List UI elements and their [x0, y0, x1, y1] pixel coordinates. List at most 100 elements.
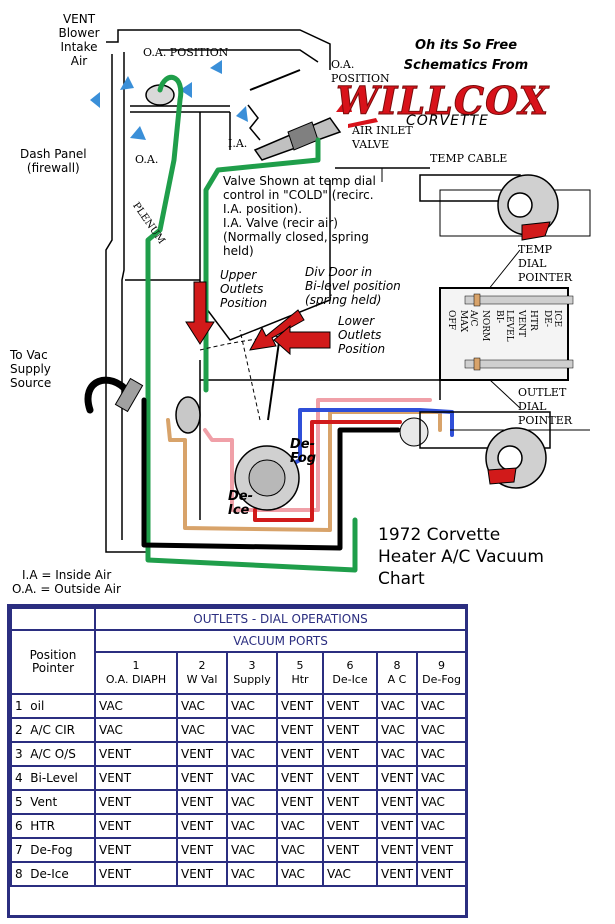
- position-cell: 5 Vent: [10, 789, 96, 815]
- port-state-cell: VAC: [226, 861, 278, 887]
- port-state-cell: VAC: [94, 693, 178, 719]
- port-state-cell: VAC: [226, 693, 278, 719]
- port-state-cell: VENT: [276, 765, 324, 791]
- port-state-cell: VAC: [276, 813, 324, 839]
- air-flow-arrows: [90, 60, 248, 140]
- port-state-cell: VAC: [226, 789, 278, 815]
- vacuum-ports-header: VACUUM PORTS: [93, 629, 468, 653]
- port-state-cell: VENT: [276, 693, 324, 719]
- port-state-cell: VAC: [176, 693, 228, 719]
- port-state-cell: VENT: [322, 765, 378, 791]
- outlet-dial-control: [419, 379, 590, 489]
- chart-title: 1972 Corvette Heater A/C Vacuum Chart: [378, 525, 544, 589]
- valve-note-label: Valve Shown at temp dial control in "COL…: [223, 174, 376, 258]
- port-state-cell: VAC: [276, 861, 324, 887]
- temp-dial-pointer-label: TEMP DIAL POINTER: [518, 243, 573, 284]
- ia-label: I.A.: [228, 137, 248, 150]
- dial-position-de: DE-: [542, 310, 552, 327]
- lower-outlets-label: Lower Outlets Position: [338, 314, 386, 356]
- port-state-cell: VAC: [415, 741, 468, 767]
- position-cell: 4 Bi-Level: [10, 765, 96, 791]
- port-number: 3: [248, 659, 256, 672]
- port-state-cell: VENT: [276, 789, 324, 815]
- port-state-cell: VENT: [176, 861, 228, 887]
- port-number: 2: [198, 659, 206, 672]
- oa-position-right-label: O.A. POSITION: [331, 58, 390, 85]
- port-state-cell: VENT: [415, 837, 468, 863]
- schematics-tagline: Oh its So Free Schematics From: [403, 38, 529, 73]
- air-legend: I.A = Inside Air O.A. = Outside Air: [12, 568, 121, 596]
- position-cell: 1 oil: [10, 693, 96, 719]
- div-door-label: Div Door in Bi-level position (spring he…: [305, 265, 401, 307]
- de-ice-label: De- Ice: [228, 489, 254, 518]
- port-name: Htr: [291, 673, 309, 686]
- dial-position-bi: BI-: [494, 310, 504, 324]
- port-state-cell: VAC: [276, 837, 324, 863]
- port-state-cell: VAC: [376, 717, 418, 743]
- outlet-position-arrows: [185, 281, 331, 356]
- dial-position-norm: NORM: [480, 310, 490, 342]
- port-state-cell: VENT: [94, 765, 178, 791]
- port-name: O.A. DIAPH: [105, 673, 167, 686]
- port-state-cell: VAC: [226, 717, 278, 743]
- position-cell: 7 De-Fog: [10, 837, 96, 863]
- port-state-cell: VENT: [94, 813, 178, 839]
- port-state-cell: VAC: [415, 789, 468, 815]
- position-cell: 6 HTR: [10, 813, 96, 839]
- port-state-cell: VENT: [94, 837, 178, 863]
- dial-position-ac: A/C: [468, 310, 478, 327]
- logo-subtitle: CORVETTE: [406, 113, 489, 129]
- dial-operations-table: OUTLETS - DIAL OPERATIONS Position Point…: [10, 607, 468, 887]
- port-name: De-Ice: [332, 673, 368, 686]
- vacuum-actuators: [175, 396, 429, 511]
- port-name: Supply: [233, 673, 271, 686]
- position-pointer-header: Position Pointer: [10, 629, 96, 695]
- to-vac-supply-label: To Vac Supply Source: [10, 348, 52, 390]
- vac-supply-fitting: [114, 377, 144, 413]
- diverter-door: [199, 329, 291, 421]
- port-state-cell: VAC: [415, 717, 468, 743]
- willcox-logo: WILLCOX CORVETTE: [336, 78, 550, 129]
- port-state-cell: VENT: [176, 837, 228, 863]
- port-state-cell: VAC: [415, 813, 468, 839]
- dial-position-vent: VENT: [516, 310, 526, 337]
- vent-blower-label: VENT Blower Intake Air: [58, 12, 100, 68]
- outlet-dial-pointer-label: OUTLET DIAL POINTER: [518, 386, 573, 427]
- port-state-cell: VAC: [376, 741, 418, 767]
- port-state-cell: VENT: [176, 813, 228, 839]
- port-state-cell: VENT: [376, 813, 418, 839]
- logo-wordmark: WILLCOX: [336, 78, 550, 123]
- port-state-cell: VENT: [415, 861, 468, 887]
- port-name: W Val: [186, 673, 218, 686]
- port-state-cell: VENT: [276, 741, 324, 767]
- port-state-cell: VENT: [376, 861, 418, 887]
- vacuum-chart-table: OUTLETS - DIAL OPERATIONS Position Point…: [7, 604, 468, 918]
- port-state-cell: VAC: [94, 717, 178, 743]
- port-state-cell: VENT: [176, 765, 228, 791]
- port-state-cell: VAC: [376, 693, 418, 719]
- oa-position-top-label: O.A. POSITION: [143, 46, 229, 59]
- port-state-cell: VAC: [176, 717, 228, 743]
- dial-position-off: OFF: [446, 310, 456, 330]
- table-title: OUTLETS - DIAL OPERATIONS: [93, 607, 468, 631]
- vacuum-schematic-diagram: [84, 29, 591, 573]
- port-state-cell: VENT: [94, 741, 178, 767]
- port-number: 9: [438, 659, 446, 672]
- port-state-cell: VENT: [322, 741, 378, 767]
- port-name: De-Fog: [422, 673, 461, 686]
- de-fog-label: De- Fog: [290, 437, 317, 466]
- dial-face-panel: [439, 287, 574, 381]
- port-state-cell: VENT: [322, 813, 378, 839]
- port-state-cell: VAC: [226, 813, 278, 839]
- port-state-cell: VENT: [376, 765, 418, 791]
